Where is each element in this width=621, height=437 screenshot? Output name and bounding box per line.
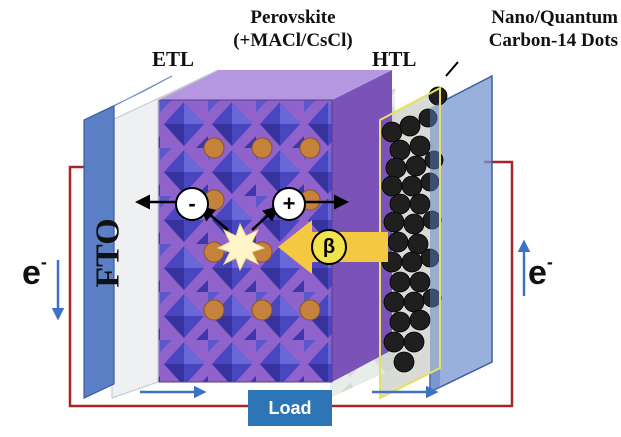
dots-leader-line [445,61,459,77]
electron-charge: - [40,252,47,272]
electron-symbol: e [528,254,547,292]
circuit-wire [68,160,514,408]
perovskite-layer [157,70,392,383]
load-box: Load [248,390,332,426]
perovskite-title: Perovskite [250,7,336,28]
etl-layer [111,69,219,399]
hole-charge-circle: + [272,187,306,221]
beta-particle-badge: β [311,229,347,265]
etl-label: ETL [152,47,195,71]
fto-label: FTO [89,218,127,288]
perovskite-label: Perovskite (+MACl/CsCl) [218,6,368,52]
carbon-dots-label-line2: Carbon-14 Dots [488,30,618,51]
electron-charge-circle: - [175,187,209,221]
electron-label-left: e- [22,252,47,293]
electron-symbol: e [22,254,41,292]
electron-charge: - [546,252,553,272]
electron-label-right: e- [528,252,553,293]
carbon-dots-label-line1: Nano/Quantum [491,7,618,28]
htl-outline [379,86,441,400]
fto-layer [83,75,173,399]
carbon-dots-label: Nano/Quantum Carbon-14 Dots [428,6,618,52]
carbon-dots [381,86,448,373]
htl-label: HTL [372,47,417,71]
perovskite-additive: (+MACl/CsCl) [233,30,353,51]
exciton-burst [216,222,266,272]
